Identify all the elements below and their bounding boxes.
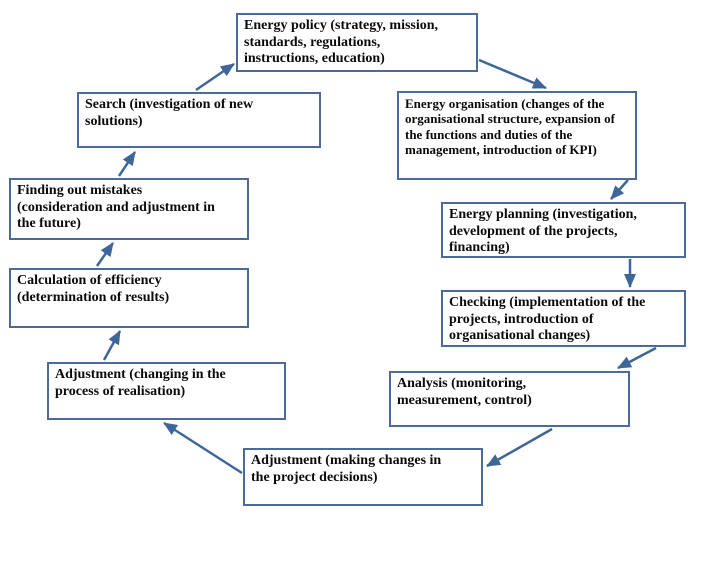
arrow-finding-to-search: [117, 151, 137, 177]
node-energy-organisation: Energy organisation (changes of the orga…: [397, 91, 637, 180]
arrow-organisation-to-planning: [610, 179, 629, 200]
arrow-analysis-to-adjustment-project: [486, 427, 553, 468]
node-finding-out-mistakes: Finding out mistakes (consideration and …: [9, 178, 249, 240]
arrow-adjustment-process-to-calculation: [102, 330, 122, 361]
node-adjustment-project-decisions: Adjustment (making changes in the projec…: [243, 448, 483, 506]
arrow-adjustment-project-to-adjustment-process: [163, 421, 243, 475]
node-calculation-of-efficiency: Calculation of efficiency (determination…: [9, 268, 249, 328]
arrow-search-to-policy: [195, 62, 235, 92]
node-adjustment-process-realisation: Adjustment (changing in the process of r…: [47, 362, 286, 420]
node-analysis: Analysis (monitoring, measurement, contr…: [389, 371, 630, 427]
node-energy-planning: Energy planning (investigation, developm…: [441, 202, 686, 258]
arrow-policy-to-organisation: [478, 58, 547, 90]
arrow-calculation-to-finding: [95, 242, 115, 267]
node-energy-policy: Energy policy (strategy, mission, standa…: [236, 13, 478, 72]
node-checking: Checking (implementation of the projects…: [441, 290, 686, 347]
node-search: Search (investigation of new solutions): [77, 92, 321, 148]
arrow-checking-to-analysis: [617, 346, 657, 370]
